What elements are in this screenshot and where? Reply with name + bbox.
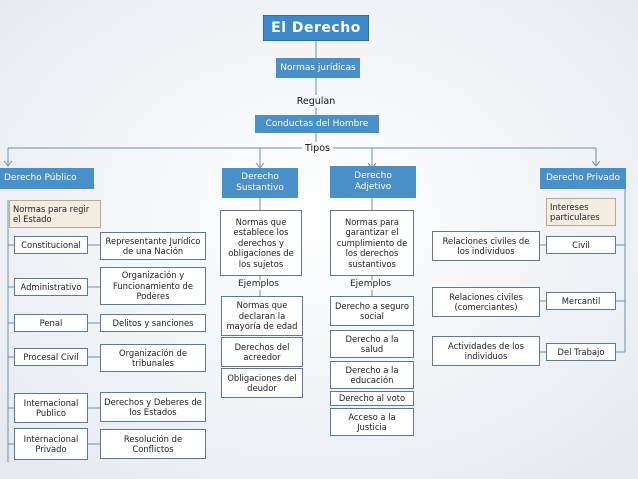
publico-desc: Normas para regir el Estado (9, 200, 101, 228)
branch-constitucional: Constitucional (14, 236, 88, 254)
desc-administrativo: Organización y Funcionamiento de Poderes (100, 267, 206, 305)
derecho-publico-header: Derecho Público (0, 168, 94, 189)
normas-juridicas-node: Normas jurídicas (276, 58, 360, 78)
derecho-adjetivo-header: Derecho Adjetivo (330, 166, 416, 198)
adjetivo-ejemplos-label: Ejemplos (350, 279, 391, 289)
branch-administrativo: Administrativo (14, 278, 88, 296)
adjetivo-example-3: Derecho a la educación (330, 361, 414, 389)
branch-del-trabajo: Del Trabajo (546, 343, 616, 361)
tipos-label: Tipos (305, 143, 330, 154)
branch-internacional-privado: Internacional Privado (14, 428, 88, 460)
sustantivo-example-3: Obligaciones del deudor (221, 368, 303, 398)
branch-procesal-civil: Procesal Civil (14, 348, 88, 366)
desc-penal: Delitos y sanciones (100, 314, 206, 332)
regulan-label: Regulan (296, 96, 336, 107)
branch-civil: Civil (546, 236, 616, 254)
sustantivo-example-1: Normas que declaran la mayoría de edad (221, 296, 303, 336)
conductas-node: Conductas del Hombre (255, 115, 379, 133)
sustantivo-ejemplos-label: Ejemplos (238, 279, 279, 289)
sustantivo-example-2: Derechos del acreedor (221, 337, 303, 367)
diagram-title: El Derecho (263, 15, 369, 41)
sustantivo-desc: Normas que establece los derechos y obli… (220, 210, 302, 276)
privado-desc-civil: Relaciones civiles de los individuos (432, 231, 540, 261)
desc-internacional-publico: Derechos y Deberes de los Estados (100, 392, 206, 422)
adjetivo-desc: Normas para garantizar el cumplimiento d… (330, 210, 414, 276)
branch-mercantil: Mercantil (546, 292, 616, 310)
desc-procesal-civil: Organización de tribunales (100, 344, 206, 372)
desc-internacional-privado: Resolución de Conflictos (100, 429, 206, 459)
privado-desc: Intereses particulares (546, 198, 616, 226)
branch-penal: Penal (14, 314, 88, 332)
derecho-privado-header: Derecho Privado (540, 168, 626, 189)
privado-desc-trabajo: Actividades de los individuos (432, 336, 540, 366)
branch-internacional-publico: Internacional Publico (14, 393, 88, 423)
adjetivo-example-2: Derecho a la salud (330, 330, 414, 358)
adjetivo-example-5: Acceso a la Justicia (330, 408, 414, 436)
adjetivo-example-4: Derecho al voto (330, 391, 414, 406)
privado-desc-mercantil: Relaciones civiles (comerciantes) (432, 287, 540, 317)
adjetivo-example-1: Derecho a seguro social (330, 296, 414, 326)
derecho-sustantivo-header: Derecho Sustantivo (222, 168, 298, 198)
desc-constitucional: Representante Jurídico de una Nación (100, 232, 206, 260)
